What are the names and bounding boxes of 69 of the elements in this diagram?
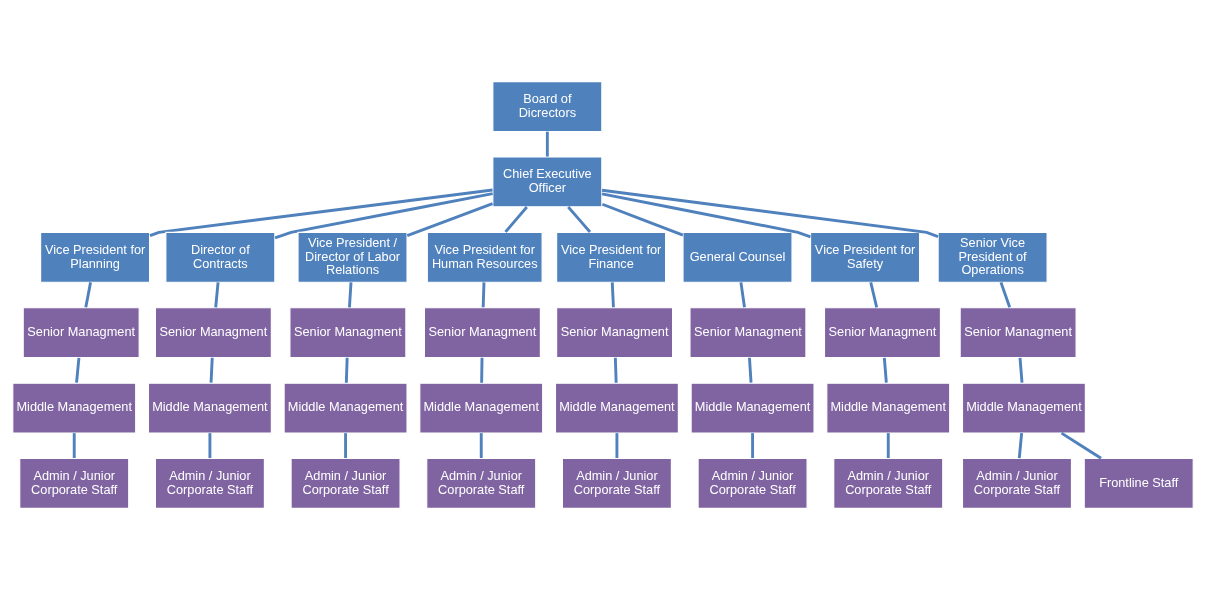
node-box: Admin / Junior Corporate Staff xyxy=(19,457,130,509)
node-box: Vice President for Safety xyxy=(809,231,921,283)
connector xyxy=(480,357,484,383)
connector xyxy=(344,357,349,383)
connector xyxy=(567,206,592,233)
node-box: Middle Management xyxy=(826,382,951,434)
connector xyxy=(1018,357,1024,383)
node-box: Senior Managment xyxy=(556,307,674,359)
connector xyxy=(1017,433,1024,459)
connector xyxy=(751,433,755,459)
connector xyxy=(601,192,811,239)
node-box: Senior Vice President of Operations xyxy=(937,231,1048,283)
node-box: Middle Management xyxy=(419,382,544,434)
node-box: Middle Management xyxy=(12,382,137,434)
connector xyxy=(209,357,214,383)
node-box: Middle Management xyxy=(690,382,815,434)
node-box: Senior Managment xyxy=(289,307,407,359)
node-box: Senior Managment xyxy=(154,307,272,359)
node-box: Middle Management xyxy=(554,382,679,434)
connector xyxy=(610,282,615,308)
connector xyxy=(479,433,483,459)
node-box: Board of Dicrectors xyxy=(492,81,603,133)
connector xyxy=(504,206,528,233)
node-box: Senior Managment xyxy=(22,307,140,359)
node-box: Admin / Junior Corporate Staff xyxy=(561,457,672,509)
node-box: Middle Management xyxy=(283,382,408,434)
node-box: Senior Managment xyxy=(689,307,807,359)
connector xyxy=(601,188,939,238)
connector xyxy=(481,282,486,308)
connector xyxy=(999,281,1012,308)
connector xyxy=(406,202,494,237)
node-box: Senior Managment xyxy=(959,307,1077,359)
node-box: Admin / Junior Corporate Staff xyxy=(426,457,537,509)
node-box: Middle Management xyxy=(147,382,272,434)
connector xyxy=(72,433,76,459)
node-box: Admin / Junior Corporate Staff xyxy=(154,457,265,509)
connector xyxy=(149,188,493,238)
node-box: Senior Managment xyxy=(823,307,942,359)
connector xyxy=(601,202,684,237)
connector xyxy=(615,433,619,459)
connector xyxy=(214,282,220,308)
connector xyxy=(348,282,353,308)
connector xyxy=(882,357,888,383)
node-box: Vice President for Human Resources xyxy=(426,231,543,283)
connector xyxy=(869,282,879,308)
node-box: Admin / Junior Corporate Staff xyxy=(961,457,1073,509)
connector xyxy=(739,282,746,308)
connector xyxy=(886,433,890,459)
connector xyxy=(1060,431,1102,460)
node-box: Admin / Junior Corporate Staff xyxy=(833,457,944,509)
node-box: Vice President / Director of Labor Relations xyxy=(297,231,408,283)
node-box: Chief Executive Officer xyxy=(492,156,603,208)
connector xyxy=(344,433,347,459)
node-box: Admin / Junior Corporate Staff xyxy=(290,457,401,509)
node-box: General Counsel xyxy=(682,231,793,283)
node-box: Frontline Staff xyxy=(1083,457,1194,509)
connector xyxy=(84,282,92,308)
connector xyxy=(748,357,753,383)
node-box: Vice President for Planning xyxy=(40,231,151,283)
node-box: Senior Managment xyxy=(423,307,541,359)
node-box: Vice President for Finance xyxy=(556,231,667,283)
node-box: Director of Contracts xyxy=(165,231,276,283)
connector xyxy=(613,357,618,383)
connector xyxy=(208,433,212,459)
node-box: Middle Management xyxy=(961,382,1086,434)
connector xyxy=(274,192,493,240)
node-box: Admin / Junior Corporate Staff xyxy=(697,457,808,509)
connector xyxy=(75,357,81,383)
connector xyxy=(545,131,549,157)
